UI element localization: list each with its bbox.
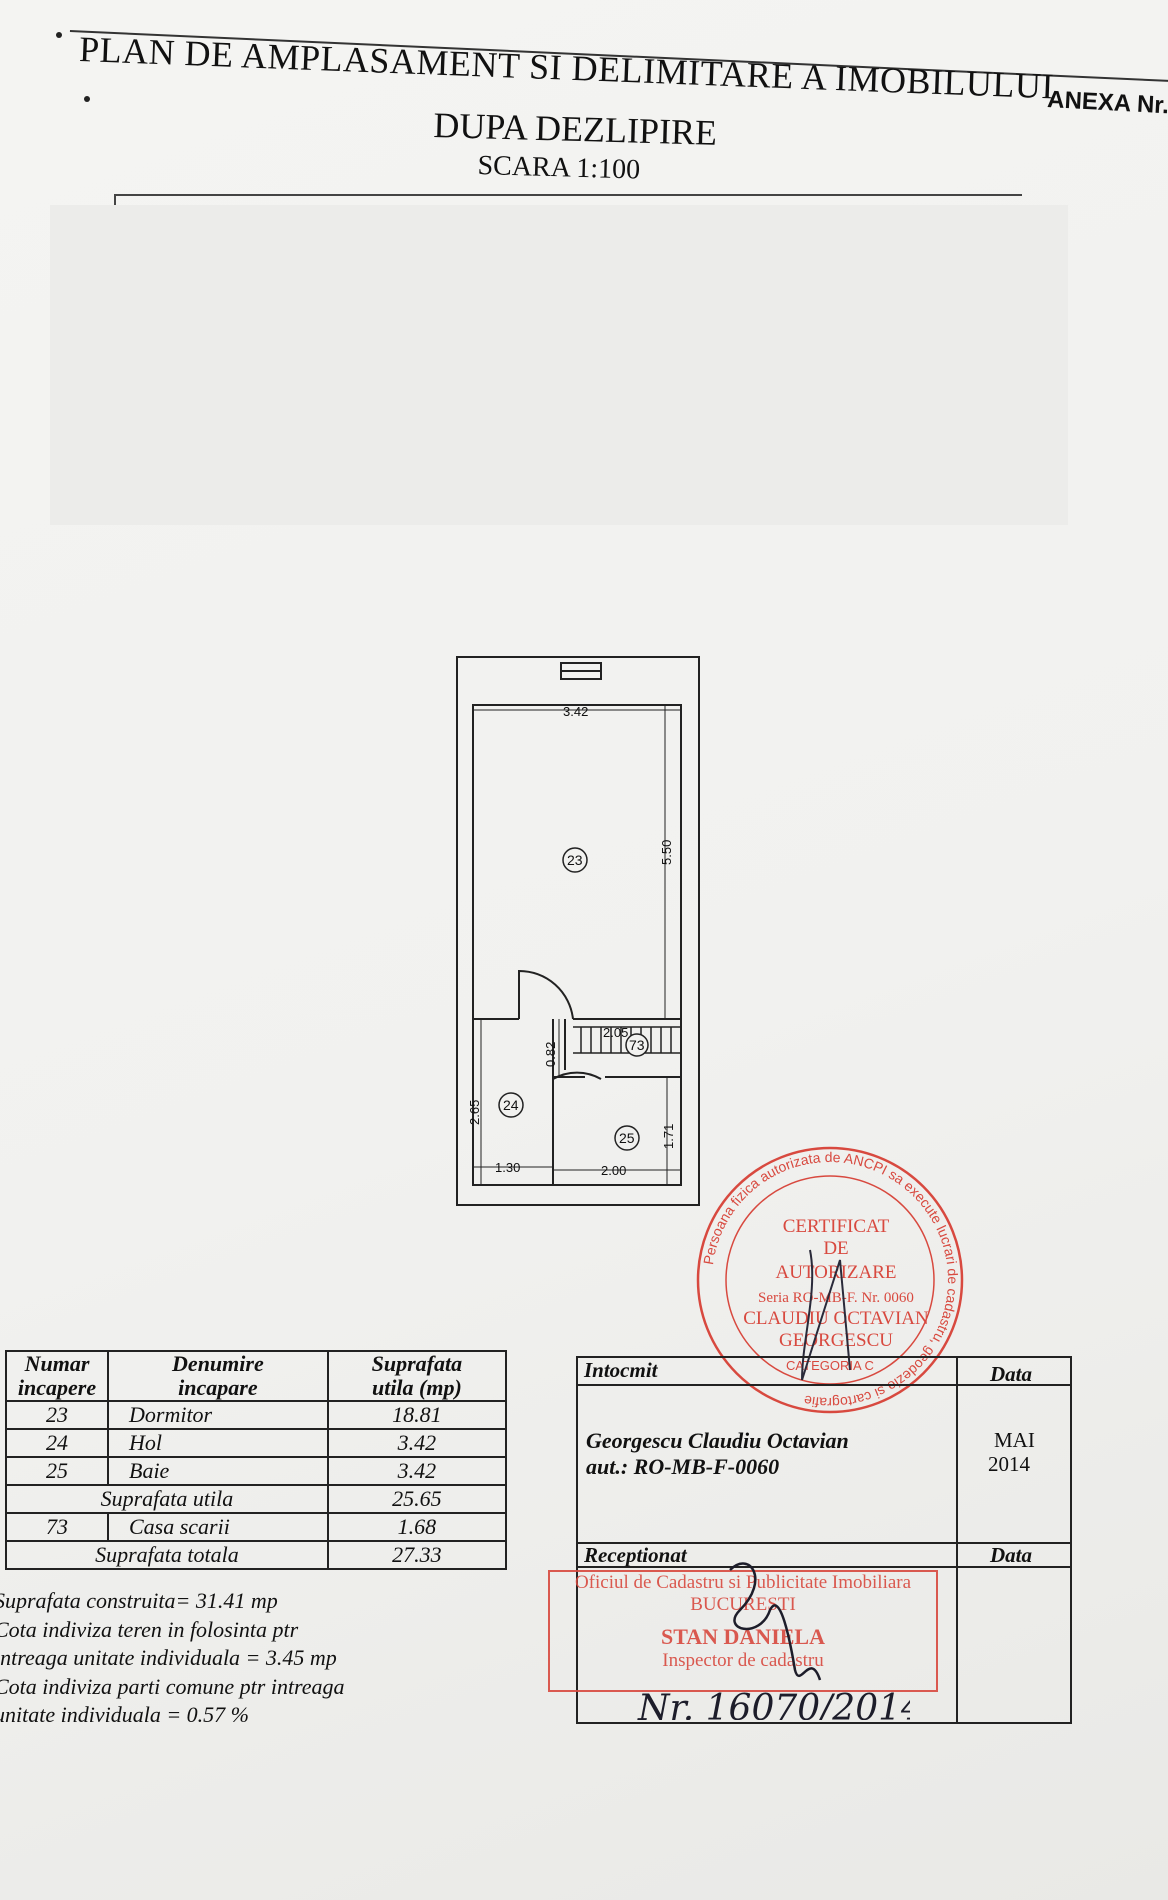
signature-table: Intocmit Data Georgescu Claudiu Octavian… (576, 1356, 1072, 1724)
table-row: 24 Hol 3.42 (5, 1428, 508, 1458)
table-row: 25 Baie 3.42 (5, 1456, 508, 1486)
table-row-subtotal: Suprafata utila 25.65 (5, 1484, 508, 1514)
dimension-label: 3.42 (563, 704, 588, 719)
dimension-label: 1.71 (661, 1124, 676, 1149)
dimension-label: 5.50 (659, 840, 674, 865)
table-header: Denumire incapare (107, 1350, 329, 1402)
room-marker-23 (562, 847, 588, 873)
note-line: unitate individuala = 0.57 % (0, 1702, 249, 1727)
redacted-area (50, 205, 1068, 525)
prepared-month: MAI (994, 1428, 1035, 1452)
received-label: Receptionat (584, 1543, 687, 1567)
room-number: 23 (567, 852, 583, 868)
note-line: Cota indiviza parti comune ptr intreaga (0, 1673, 345, 1699)
scale-label: SCARA 1:100 (477, 150, 641, 186)
door-swing-icon (552, 1071, 602, 1127)
room-marker-24 (498, 1092, 524, 1118)
table-row: 23 Dormitor 18.81 (5, 1400, 508, 1430)
table-divider (578, 1566, 1070, 1568)
prepared-name: Georgescu Claudiu Octavian (586, 1428, 849, 1453)
handwritten-registration-number: Nr. 16070/2014 (637, 1688, 910, 1720)
prepared-year: 2014 (988, 1452, 1030, 1476)
signature-stroke (729, 1562, 822, 1681)
room-marker-73 (625, 1033, 649, 1057)
signature-mark (801, 1249, 851, 1381)
table-header: Numar incapere (5, 1350, 109, 1402)
rooms-table: Numar incapere Denumire incapare Suprafa… (5, 1350, 508, 1570)
stairs-icon (573, 1026, 681, 1054)
room-number: 73 (629, 1037, 645, 1053)
note-line: Cota indiviza teren in folosinta ptr (0, 1616, 299, 1642)
stamp-line: CERTIFICAT (783, 1216, 890, 1237)
note-line: Suprafata construita= 31.41 mp (0, 1588, 278, 1613)
door-swing-icon (518, 969, 574, 1020)
stamp-line: CLAUDIU OCTAVIAN (743, 1308, 929, 1329)
stamp-line: Oficiul de Cadastru si Publicitate Imobi… (574, 1572, 912, 1593)
dimension-label: 2.00 (601, 1163, 626, 1178)
bullet-dot (56, 32, 62, 38)
dimension-label: 2.05 (603, 1025, 628, 1040)
table-divider (956, 1358, 958, 1722)
dimension-label: 2.65 (467, 1100, 482, 1125)
table-header: Suprafata utila (mp) (326, 1350, 508, 1402)
prepared-label: Intocmit (584, 1358, 658, 1382)
certificate-stamp: Persoana fizica autorizata de ANCPI sa e… (690, 1140, 970, 1425)
date-label: Data (990, 1362, 1032, 1386)
note-line: intreaga unitate individuala = 3.45 mp (0, 1645, 337, 1670)
floor-plan-drawing: 3.42 5.50 2.05 0.82 2.65 1.30 1.71 2.00 … (456, 656, 700, 1206)
room-number: 25 (619, 1130, 635, 1146)
stamp-line: Seria RO-MB-F. Nr. 0060 (758, 1290, 914, 1306)
window-icon (560, 662, 602, 680)
office-stamp: Oficiul de Cadastru si Publicitate Imobi… (548, 1570, 938, 1692)
dimension-label: 1.30 (495, 1160, 520, 1175)
table-row-total: Suprafata totala 27.33 (5, 1540, 508, 1570)
table-row: 73 Casa scarii 1.68 (5, 1512, 508, 1542)
table-divider (578, 1384, 1070, 1386)
stamp-line: DE (823, 1238, 848, 1259)
received-date-label: Data (990, 1543, 1032, 1567)
document-subtitle: DUPA DEZLIPIRE (432, 104, 718, 153)
stamp-line: GEORGESCU (779, 1330, 893, 1351)
stamp-line: Inspector de cadastru (662, 1650, 824, 1671)
handwritten-signature: Nr. 16070/2014 (637, 1562, 910, 1720)
room-marker-25 (614, 1125, 640, 1151)
bullet-dot (84, 96, 90, 102)
prepared-authorization: aut.: RO-MB-F-0060 (586, 1454, 780, 1479)
table-divider (578, 1542, 1070, 1544)
room-number: 24 (503, 1097, 519, 1113)
dimension-label: 0.82 (543, 1042, 558, 1067)
floor-plan: 3.42 5.50 2.05 0.82 2.65 1.30 1.71 2.00 … (455, 655, 715, 1220)
area-notes: Suprafata construita= 31.41 mp Cota indi… (0, 1587, 345, 1730)
